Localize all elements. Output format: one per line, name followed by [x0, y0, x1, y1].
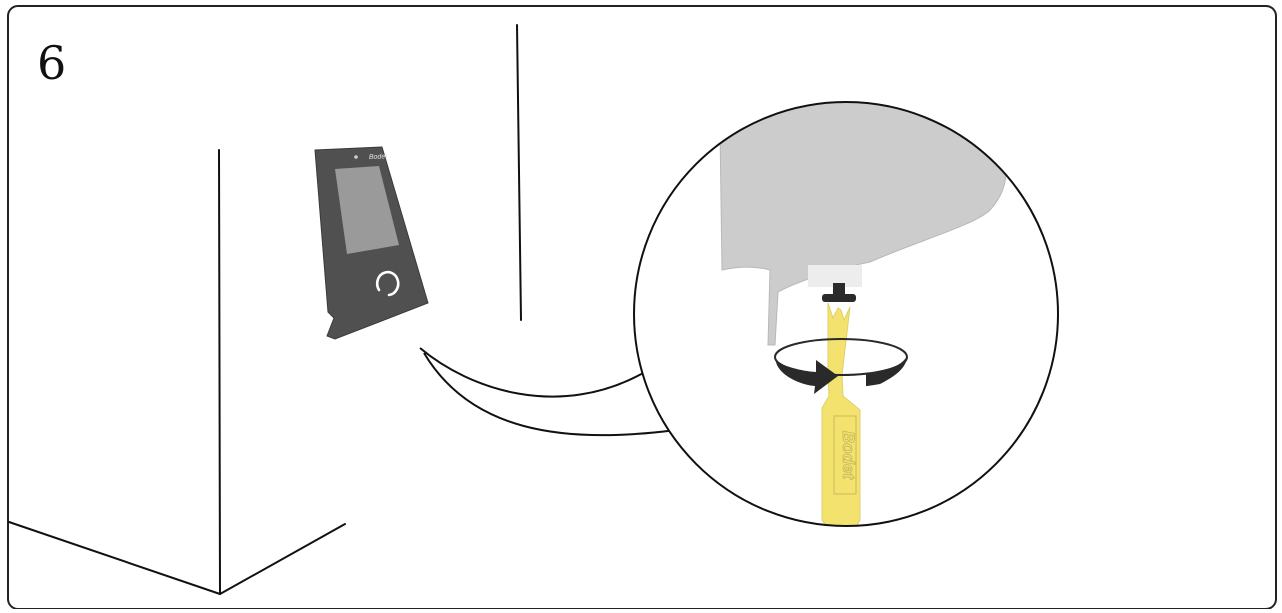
terminal-housing-closeup: [719, 102, 1007, 346]
circular-arrows-icon: [375, 270, 400, 297]
terminal-screen: [335, 166, 399, 254]
step-number: 6: [37, 36, 67, 90]
housing-mount-plate: [808, 265, 862, 287]
zoom-circle-outline: [633, 101, 1059, 527]
key-logo-frame: [833, 415, 857, 495]
fixing-screw: [822, 283, 856, 302]
zoom-detail: Bodet: [633, 101, 1059, 527]
zoom-callout-tail: [419, 347, 677, 437]
wall-corner-lines: [8, 24, 522, 595]
rotate-arrow-icon: [774, 338, 908, 394]
terminal-indicator-led: [354, 155, 358, 159]
badge-terminal: Bodet: [314, 146, 429, 340]
key-brand-logo: Bodet: [839, 431, 858, 481]
terminal-brand-logo: Bodet: [369, 153, 389, 161]
key-tool: [821, 302, 861, 526]
